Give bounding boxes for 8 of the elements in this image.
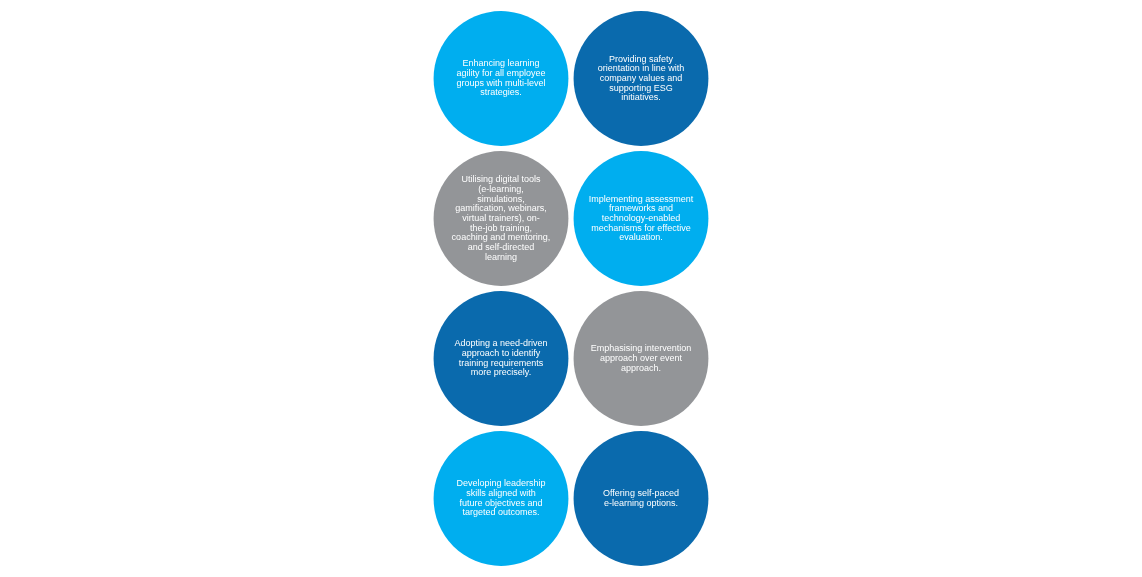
- node-circle: Emphasising intervention approach over event approach.: [573, 291, 709, 426]
- node-circle: Utilising digital tools (e-learning, simulations, gamification, webinars, virtual trainers), on-the-job training, coaching and mentoring, and self-directed learning: [433, 151, 569, 286]
- node-circle: Developing leadership skills aligned with future objectives and targeted outcomes.: [433, 431, 569, 566]
- node-circle: Offering self-paced e-learning options.: [573, 431, 709, 566]
- node-circle: Providing safety orientation in line with company values and supporting ESG initiatives.: [573, 11, 709, 146]
- node-circle: Adopting a need-driven approach to identify training requirements more precisely.: [433, 291, 569, 426]
- node-circle: Implementing assessment frameworks and technology-enabled mechanisms for effective evaluation.: [573, 151, 709, 286]
- node-circle: Enhancing learning agility for all employee groups with multi-level strategies.: [433, 11, 569, 146]
